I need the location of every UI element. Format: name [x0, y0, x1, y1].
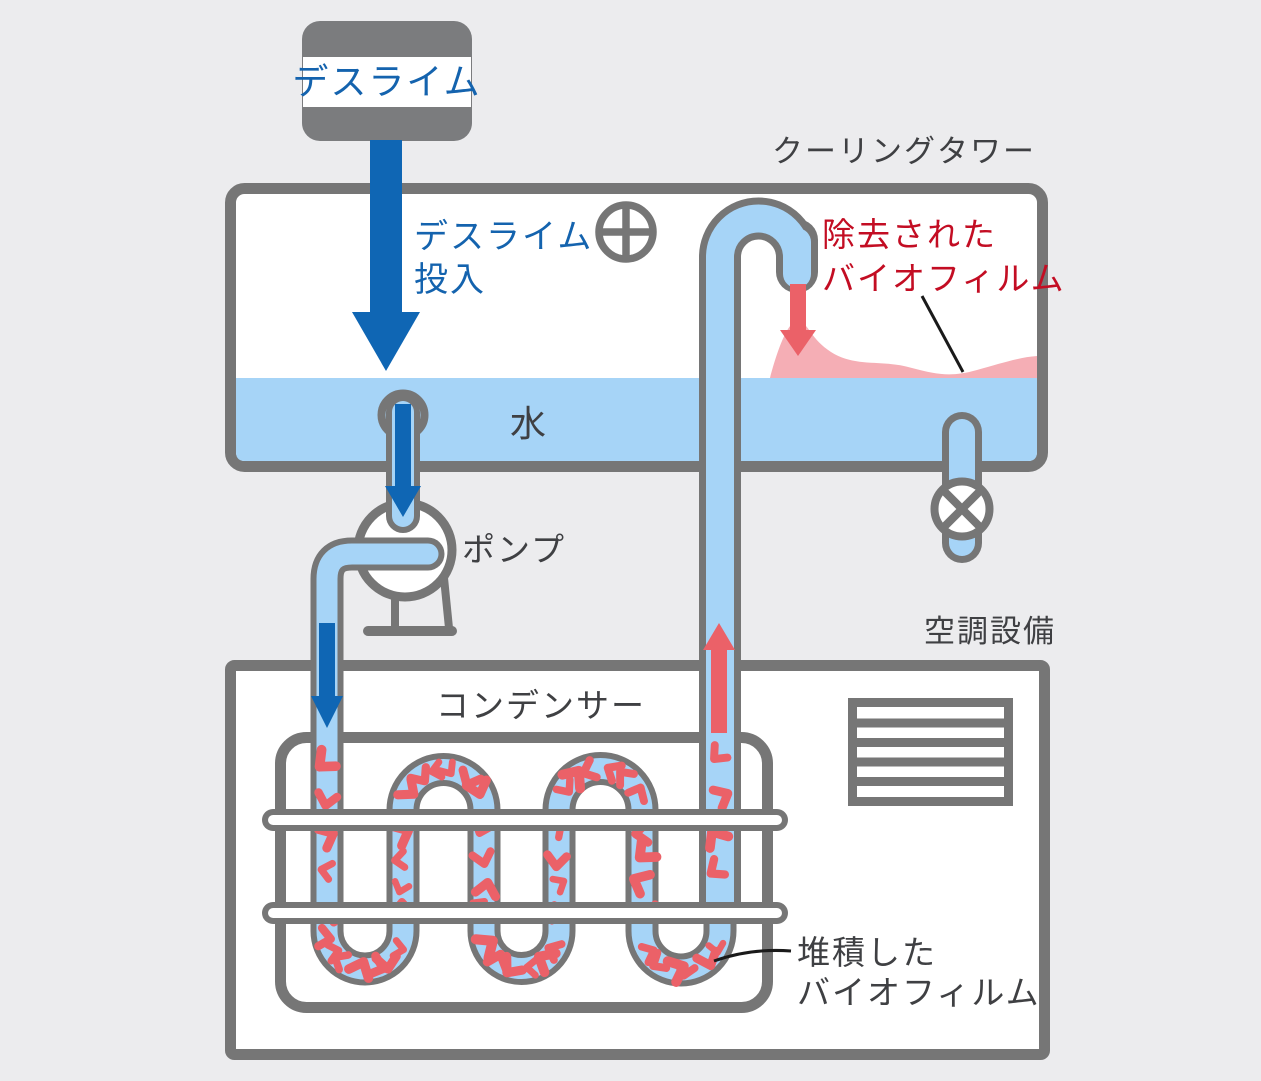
removed-biofilm-mound	[770, 320, 1037, 378]
discharge-arrow	[780, 284, 816, 356]
riser-pipe	[699, 197, 818, 913]
deslime-container	[302, 21, 472, 141]
removed-biofilm-pointer	[920, 295, 965, 373]
pump-label: ポンプ	[462, 531, 566, 568]
water-basin	[236, 378, 1037, 461]
dosing-label-line2: 投入	[414, 261, 486, 299]
condenser-label: コンデンサー	[436, 687, 646, 724]
accumulated-biofilm-pointer	[713, 948, 792, 963]
dosing-label-line1: デスライム	[414, 218, 593, 256]
fan-icon	[595, 201, 657, 263]
accumulated-biofilm-squiggles	[311, 741, 734, 987]
dosing-arrow	[352, 140, 420, 371]
hvac-label: 空調設備	[924, 614, 1056, 649]
riser-flow-arrow	[703, 623, 735, 733]
product-label: デスライム	[292, 61, 481, 102]
cooling-tower-label: クーリングタワー	[772, 134, 1036, 169]
water-label: 水	[510, 403, 548, 444]
drain-valve-icon	[930, 477, 994, 541]
condenser-inflow-arrow	[311, 623, 343, 728]
accumulated-biofilm-label-line2: バイオフィルム	[797, 974, 1041, 1011]
intake-flow-arrow	[385, 404, 421, 517]
accumulated-biofilm-label-line1: 堆積した	[797, 934, 937, 971]
removed-biofilm-label-line2: バイオフィルム	[822, 260, 1066, 297]
grille-vent-icon	[848, 698, 1013, 806]
removed-biofilm-label-line1: 除去された	[822, 216, 997, 253]
